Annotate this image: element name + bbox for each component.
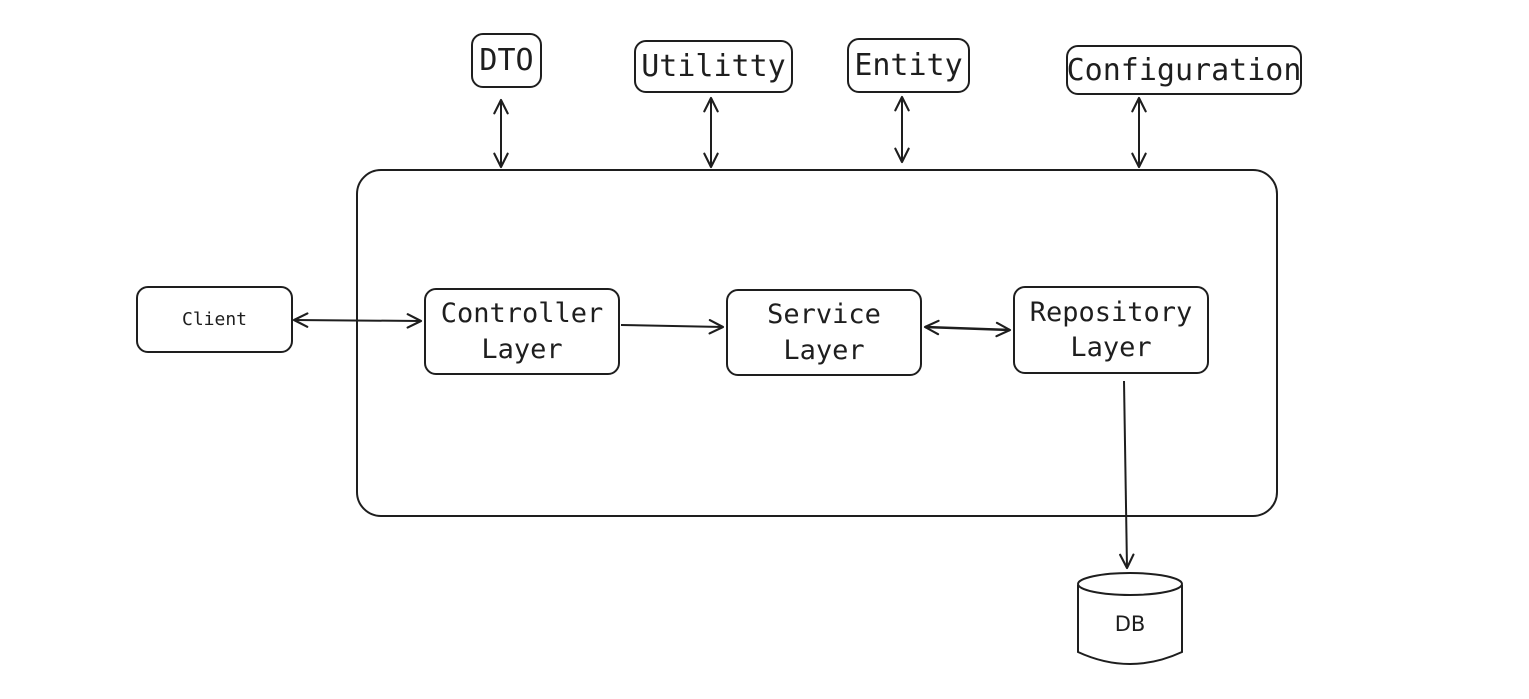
application-container xyxy=(356,169,1278,517)
repository-layer-box: Repository Layer xyxy=(1013,286,1209,374)
service-layer-box: Service Layer xyxy=(726,289,922,376)
controller-service-arrow xyxy=(620,319,725,335)
dto-box: DTO xyxy=(471,33,542,88)
repository-db-arrow xyxy=(1119,380,1135,570)
client-box: Client xyxy=(136,286,293,353)
service-repository-arrow xyxy=(923,319,1012,338)
db-cylinder xyxy=(1077,572,1183,665)
configuration-box: Configuration xyxy=(1066,45,1302,95)
client-controller-arrow xyxy=(292,312,423,329)
controller-layer-box: Controller Layer xyxy=(424,288,620,375)
db-label: DB xyxy=(1114,612,1146,636)
utility-box: Utilitty xyxy=(634,40,793,93)
entity-box: Entity xyxy=(847,38,970,93)
